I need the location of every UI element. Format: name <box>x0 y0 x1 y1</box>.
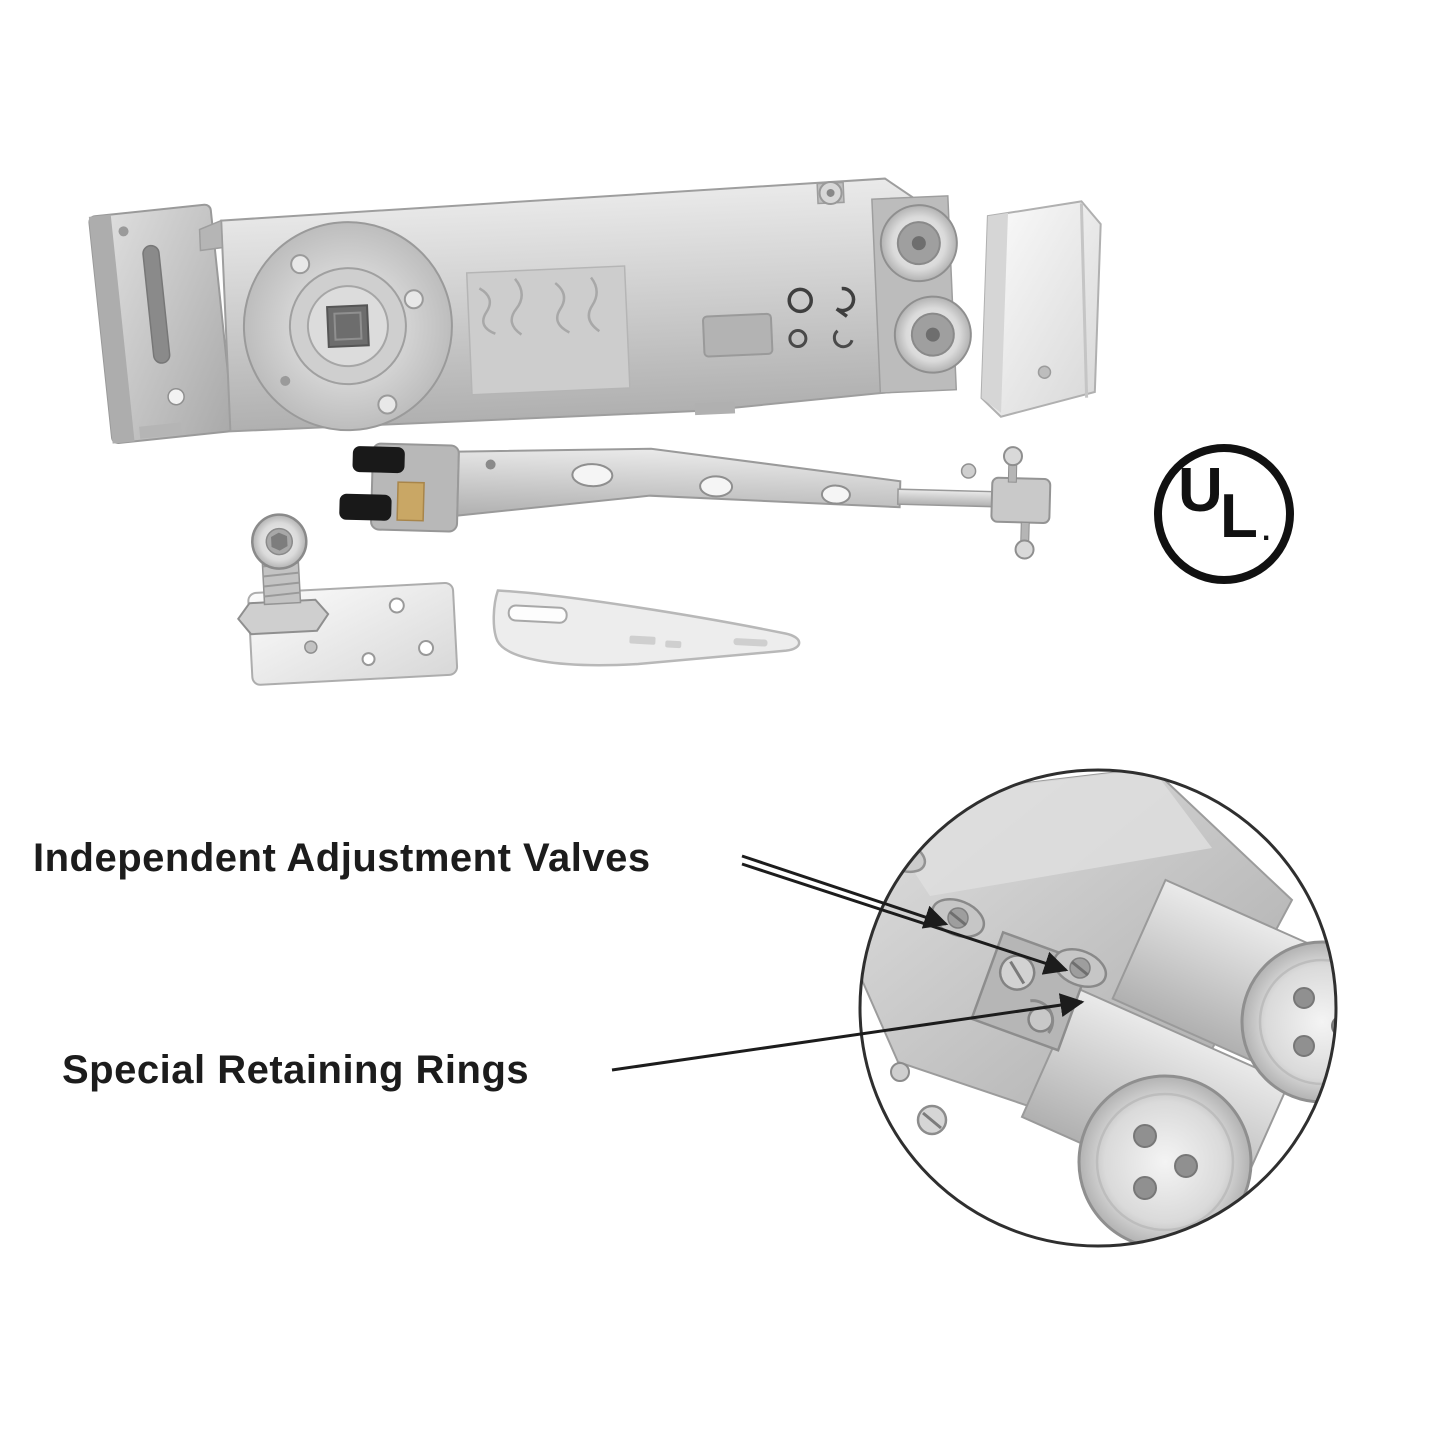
plate-hole <box>167 387 185 406</box>
ul-letter-u: U <box>1178 456 1223 525</box>
plate-slot <box>142 244 171 364</box>
ul-letter-l: L <box>1220 482 1258 551</box>
closer-body <box>198 177 972 433</box>
special-retaining-rings-label: Special Retaining Rings <box>62 1048 530 1092</box>
inset-tube-cap-right <box>1240 940 1336 1104</box>
detail-inset-outline <box>858 768 1338 1248</box>
left-mounting-plate <box>88 203 235 445</box>
arm-adjust-block-bottom <box>339 493 392 521</box>
pivot-assembly <box>236 513 459 686</box>
rings-callout-line <box>611 993 1085 1072</box>
cast-markings <box>787 286 856 349</box>
independent-adjustment-valves-label: Independent Adjustment Valves <box>33 836 651 880</box>
arm-clevis <box>990 476 1052 524</box>
spring-tube-end-top <box>879 204 958 283</box>
inset-tube-cap-bottom <box>1077 1074 1253 1246</box>
pivot-stud <box>236 513 330 636</box>
clevis-screw-bottom <box>1014 539 1035 560</box>
detail-inset <box>858 768 1338 1248</box>
main-arm <box>339 442 1052 560</box>
clevis-screw-top <box>1002 446 1023 467</box>
door-arm-slot <box>507 604 568 624</box>
cast-texture-patch <box>465 265 631 396</box>
ul-certification-mark: U L . <box>1154 444 1294 584</box>
ul-dot: . <box>1262 514 1271 547</box>
arm-adjust-block-top <box>352 446 405 474</box>
valves-callout-line-1 <box>741 854 949 929</box>
door-arm <box>492 589 801 667</box>
spring-tube-end-bottom <box>893 295 972 374</box>
valves-callout-line-2 <box>741 862 1069 975</box>
arm-brass-shoe <box>396 481 425 522</box>
callout-lines <box>611 854 1085 1072</box>
spindle-square-socket <box>326 304 370 349</box>
right-end-cap <box>980 200 1102 418</box>
